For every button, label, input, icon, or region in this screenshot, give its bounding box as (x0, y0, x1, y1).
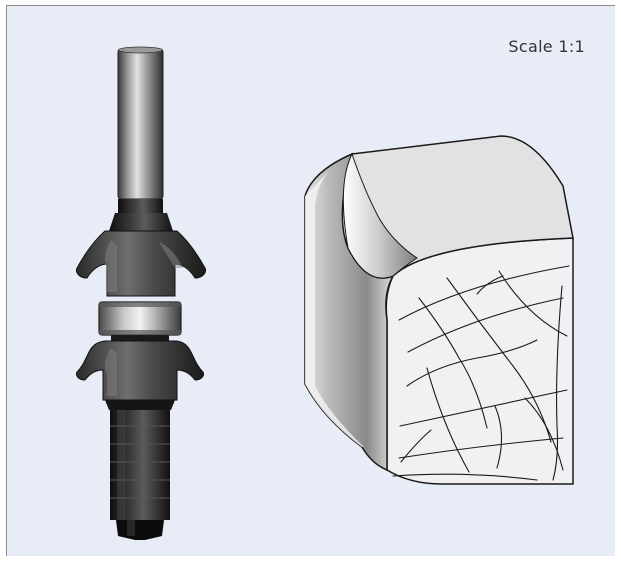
shank (117, 48, 164, 200)
lower-body (110, 410, 170, 520)
upper-cutter (76, 230, 206, 297)
scale-label: Scale 1:1 (508, 37, 585, 56)
rounded-edge (342, 152, 418, 279)
rounded-edge-block-illustration (304, 135, 574, 485)
figure-panel: Scale 1:1 (6, 5, 615, 556)
lower-cutter (76, 340, 204, 401)
router-bit-illustration (76, 46, 206, 540)
wood-grain (392, 265, 570, 481)
illustration-canvas (76, 46, 574, 540)
